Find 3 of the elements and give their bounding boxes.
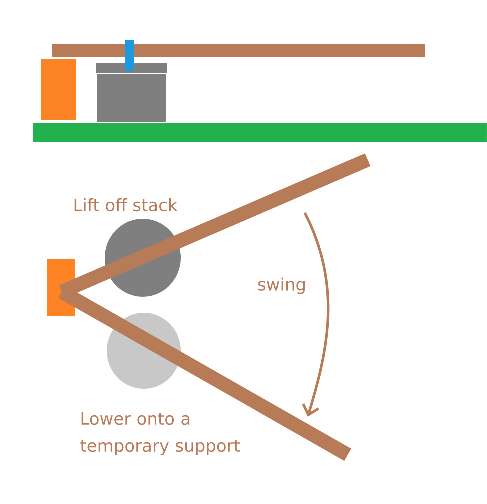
label: Lower onto a temporary support <box>80 412 240 456</box>
label: Lift off stack <box>74 198 178 212</box>
label: swing <box>258 278 305 294</box>
